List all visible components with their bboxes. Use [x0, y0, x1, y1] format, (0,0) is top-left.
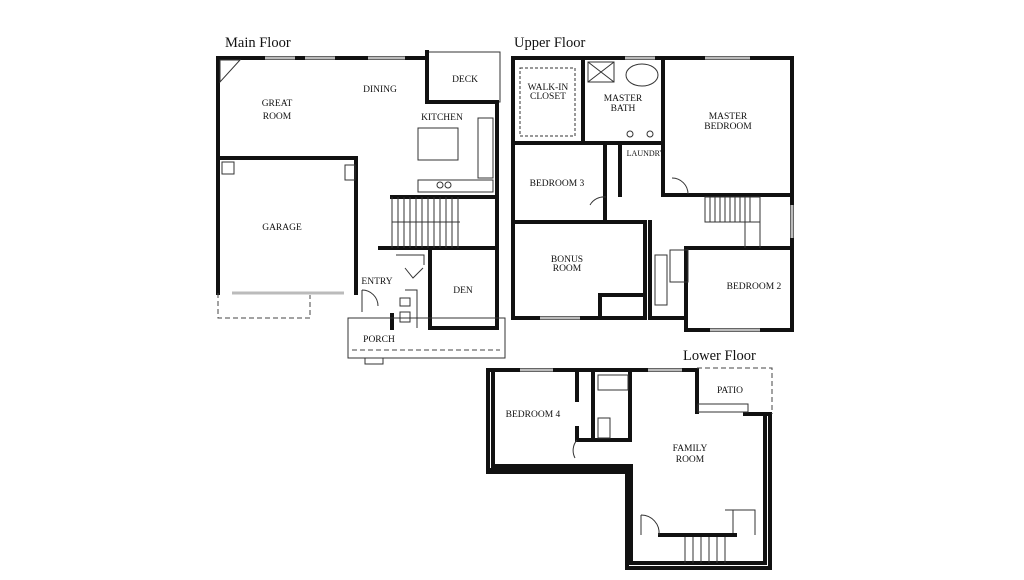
upper-floor-title: Upper Floor: [514, 35, 585, 51]
room-label-family-room: FAMILY: [673, 444, 708, 454]
main-stairs: [378, 195, 499, 330]
room-label-master-bedroom: MASTER: [709, 112, 748, 122]
room-label-great-room-2: ROOM: [263, 112, 292, 122]
lower-floor-title: Lower Floor: [683, 348, 756, 364]
room-label-garage: GARAGE: [262, 223, 302, 233]
room-label-walk-in-closet: WALK-IN: [528, 83, 569, 93]
room-label-entry: ENTRY: [361, 277, 392, 287]
room-label-master-bath: MASTER: [604, 94, 643, 104]
room-label-bedroom-4: BEDROOM 4: [506, 410, 561, 420]
upper-stairs: [704, 196, 761, 248]
room-label-bedroom-2: BEDROOM 2: [727, 282, 782, 292]
room-label-walk-in-closet-2: CLOSET: [530, 92, 566, 102]
room-label-master-bedroom-2: BEDROOM: [704, 122, 752, 132]
room-label-laundry: LAUNDRY: [627, 149, 666, 158]
room-label-patio: PATIO: [717, 386, 743, 396]
lower-floor: Lower Floor BEDROOM 4 PATIO FAMILY ROOM: [486, 348, 773, 570]
room-label-master-bath-2: BATH: [611, 104, 636, 114]
room-label-bonus-room-2: ROOM: [553, 264, 582, 274]
porch-outline: [347, 317, 506, 359]
main-floor-title: Main Floor: [225, 35, 291, 51]
lower-stairs: [658, 509, 756, 563]
room-label-great-room: GREAT: [262, 99, 293, 109]
main-floor: Main Floor GREAT ROOM DINING DECK KITCHE…: [216, 35, 506, 365]
room-label-kitchen: KITCHEN: [421, 113, 463, 123]
room-label-bedroom-3: BEDROOM 3: [530, 179, 585, 189]
room-label-porch: PORCH: [363, 335, 395, 345]
upper-floor: Upper Floor WALK-IN CLOSET MASTER BATH M…: [511, 35, 794, 332]
room-label-dining: DINING: [363, 85, 397, 95]
room-label-family-room-2: ROOM: [676, 455, 705, 465]
room-label-bonus-room: BONUS: [551, 255, 583, 265]
room-label-den: DEN: [453, 286, 473, 296]
room-label-deck: DECK: [452, 75, 478, 85]
